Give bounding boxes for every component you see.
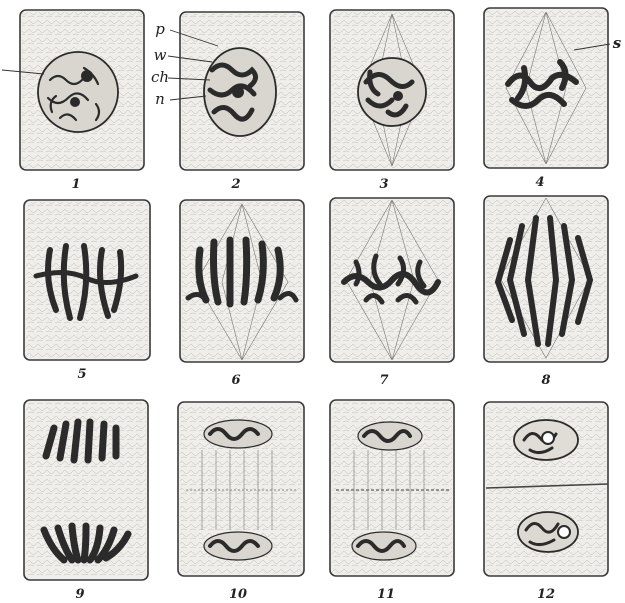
stage-number: 10	[229, 587, 247, 602]
panel-4: s 4	[484, 8, 622, 190]
label-s: s	[613, 34, 622, 52]
label-p: p	[155, 20, 165, 38]
label-ch: ch	[151, 68, 169, 86]
stage-number: 8	[541, 373, 550, 388]
stage-number: 11	[377, 587, 395, 602]
stage-number: 5	[77, 367, 86, 382]
nucleolus	[232, 86, 244, 98]
panel-2: p w ch n 2	[151, 12, 304, 192]
stage-number: 1	[71, 177, 80, 192]
stage-number: 12	[537, 587, 555, 602]
stage-number: 7	[379, 373, 388, 388]
stage-number: 4	[535, 175, 544, 190]
nucleolus	[70, 97, 80, 107]
nucleolus	[393, 91, 403, 101]
panel-7: 7	[330, 198, 454, 388]
panel-6: 6	[180, 200, 304, 388]
panel-10: 10	[178, 402, 304, 602]
panel-5: 5	[24, 200, 150, 382]
stage-number: 9	[75, 587, 84, 602]
stage-number: 6	[231, 373, 240, 388]
panel-9: 9	[24, 400, 148, 602]
panel-8: 8	[484, 196, 608, 388]
panel-1: 1	[2, 10, 144, 192]
label-w: w	[154, 46, 167, 64]
label-n: n	[155, 90, 165, 108]
stage-number: 2	[230, 177, 240, 192]
nucleus	[38, 52, 118, 132]
panel-3: 3	[330, 10, 454, 192]
nucleolus	[81, 70, 93, 82]
panel-11: 11	[330, 400, 454, 602]
panel-12: 12	[484, 402, 608, 602]
stage-number: 3	[379, 177, 388, 192]
